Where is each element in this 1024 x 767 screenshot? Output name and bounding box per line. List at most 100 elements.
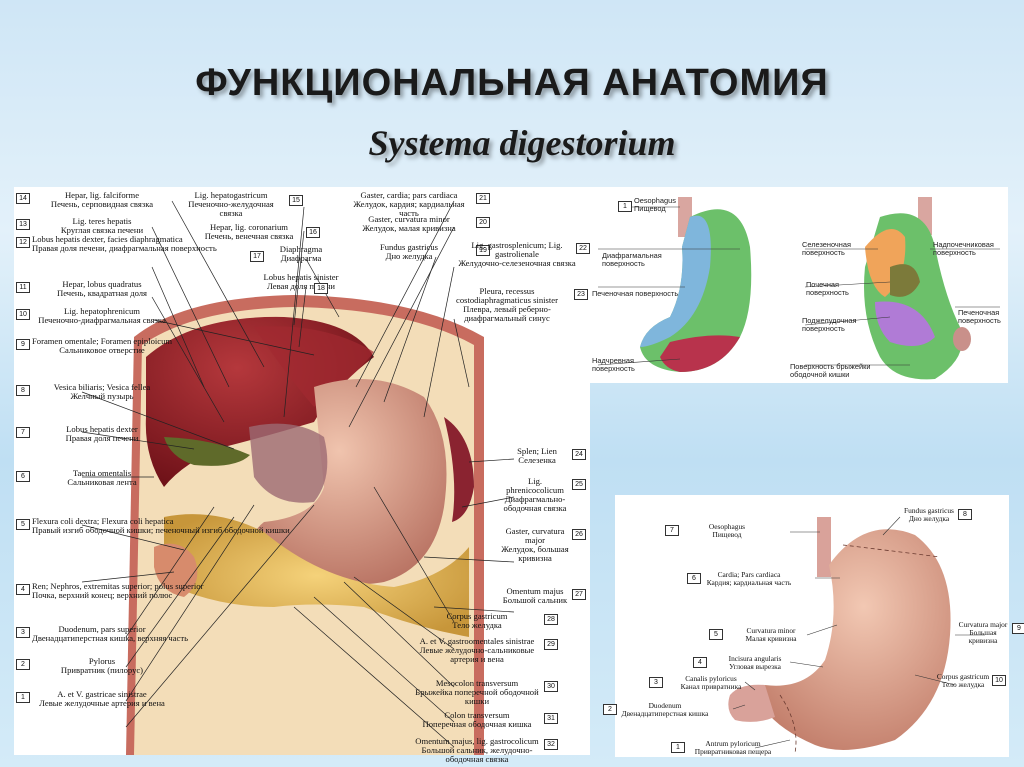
main-label-14-russian: Печень, серповидная связка <box>50 199 154 209</box>
br-label-9-russian: Большая кривизна <box>968 628 998 645</box>
main-num-14: 14 <box>16 193 30 204</box>
main-label-31-russian: Поперечная ободочная кишка <box>422 719 532 729</box>
main-num-30: 30 <box>544 681 558 692</box>
main-label-22-latin: Lig. gastrosplenicum; Lig. gastrolienale <box>471 240 563 259</box>
main-num-6: 6 <box>16 471 30 482</box>
main-num-31: 31 <box>544 713 558 724</box>
br-label-4-russian: Угловая вырезка <box>729 662 781 671</box>
tr-label-adrenal: Надпочечниковая поверхность <box>933 240 994 257</box>
main-num-9: 9 <box>16 339 30 350</box>
main-label-12-latin: Lobus hepatis dexter, facies diaphragmat… <box>32 234 183 244</box>
main-num-7: 7 <box>16 427 30 438</box>
main-num-29: 29 <box>544 639 558 650</box>
slide-subtitle: Systema digestorium <box>368 123 676 163</box>
br-label-9-latin: Curvatura major <box>958 620 1008 629</box>
main-label-14-latin: Hepar, lig. falciforme <box>64 190 140 200</box>
main-label-29-russian: Левые желудочно-сальниковые артерия и ве… <box>419 645 535 664</box>
stomach-illustration <box>757 529 951 750</box>
main-label-21-latin: Gaster, cardia; pars cardiaca <box>360 190 458 200</box>
br-label-4-latin: Incisura angularis <box>728 654 782 663</box>
br-label-6-latin: Cardia; Pars cardiaca <box>717 570 781 579</box>
main-label-10-latin: Lig. hepatophrenicum <box>64 306 140 316</box>
omentum-shape <box>164 514 469 637</box>
main-label-22-russian: Желудочно-селезеночная связка <box>458 258 576 268</box>
br-label-1-russian: Привратниковая пещера <box>694 747 772 756</box>
main-label-32-russian: Большой сальник, желудочно-ободочная свя… <box>421 745 533 764</box>
main-num-13: 13 <box>16 219 30 230</box>
tr-label-diaphragmatic: Диафрагмальная поверхность <box>602 251 662 268</box>
main-label-11-russian: Печень, квадратная доля <box>56 288 148 298</box>
main-label-21-russian: Желудок, кардия; кардиальная часть <box>353 199 465 218</box>
main-num-11: 11 <box>16 282 30 293</box>
main-num-1: 1 <box>16 692 30 703</box>
stomach-surfaces-illustration <box>597 197 1000 380</box>
main-label-16-russian: Печень, венечная связка <box>204 231 294 241</box>
main-label-5-russian: Правый изгиб ободочной кишки; печеночный… <box>32 525 290 535</box>
main-label-23: Pleura, recessus costodiaphragmaticus si… <box>442 287 572 323</box>
br-label-7-latin: Oesophagus <box>708 522 746 531</box>
br-label-2-russian: Двенадцатиперстная кишка <box>621 709 709 718</box>
main-label-26-latin: Gaster, curvatura major <box>505 526 565 545</box>
main-label-8-latin: Vesica biliaris; Vesica fellea <box>53 382 151 392</box>
tr-label-epigastric: Надчревная поверхность <box>592 356 635 373</box>
main-num-25: 25 <box>572 479 586 490</box>
main-num-22: 22 <box>576 243 590 254</box>
main-label-24-latin: Splen; Lien <box>517 446 557 456</box>
br-label-7-russian: Пищевод <box>712 530 742 539</box>
main-label-17-latin: Diaphragma <box>279 244 323 254</box>
main-num-17: 17 <box>250 251 264 262</box>
main-label-12-russian: Правая доля печени, диафрагмальная повер… <box>32 243 217 253</box>
main-label-30-latin: Mesocolon transversum <box>435 678 519 688</box>
tr-label-liver-2: Печеночная поверхность <box>958 308 1001 325</box>
main-label-9-russian: Сальниковое отверстие <box>59 345 145 355</box>
main-label-27-latin: Omentum majus <box>506 586 564 596</box>
main-label-28-russian: Тело желудка <box>452 620 502 630</box>
br-num-5: 5 <box>709 629 723 640</box>
main-num-20: 20 <box>476 217 490 228</box>
br-label-3-russian: Канал привратника <box>680 682 742 691</box>
main-num-19: 19 <box>476 245 490 256</box>
main-label-19-russian: Дно желудка <box>385 251 433 261</box>
tr-label-pancreatic: Поджелудочная поверхность <box>802 316 857 333</box>
main-num-18: 18 <box>314 283 328 294</box>
main-label-1-russian: Левые желудочные артерия и вена <box>39 698 165 708</box>
tr-label-liver: Печеночная поверхность <box>592 289 679 298</box>
main-label-24-russian: Селезенка <box>518 455 556 465</box>
main-label-17-russian: Диафрагма <box>280 253 322 263</box>
main-label-20-russian: Желудок, малая кривизна <box>362 223 456 233</box>
main-num-28: 28 <box>544 614 558 625</box>
main-label-2-russian: Привратник (пилорус) <box>60 665 144 675</box>
tr-num-oesophagus: 1 <box>618 201 632 212</box>
br-num-10: 10 <box>992 675 1006 686</box>
br-num-9: 9 <box>1012 623 1024 634</box>
main-label-25-latin: Lig. phrenicocolicum <box>506 476 564 495</box>
br-num-1: 1 <box>671 742 685 753</box>
main-label-3-latin: Duodenum, pars superior <box>58 624 146 634</box>
br-num-4: 4 <box>693 657 707 668</box>
br-label-3-latin: Canalis pyloricus <box>685 674 737 683</box>
br-label-1-latin: Antrum pyloricum <box>705 739 761 748</box>
main-label-13-latin: Lig. teres hepatis <box>72 216 132 226</box>
main-num-10: 10 <box>16 309 30 320</box>
br-label-2-latin: Duodenum <box>648 701 682 710</box>
